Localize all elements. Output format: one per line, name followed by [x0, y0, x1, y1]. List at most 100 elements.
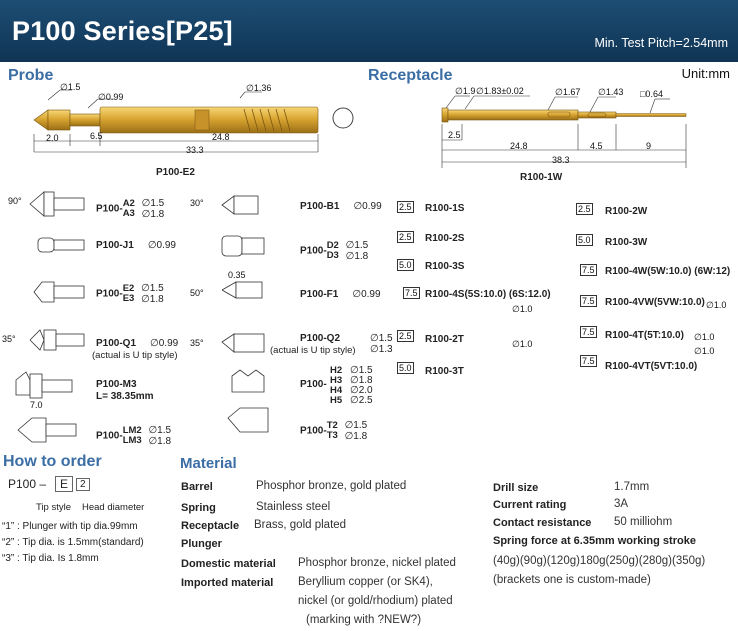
- rec-pin: ∅1.0: [694, 332, 715, 342]
- probe-dim-tip: ∅1.5: [60, 82, 81, 92]
- material-extra: nickel (or gold/rhodium) plated: [298, 595, 453, 607]
- tip-q2-angle: 35°: [190, 338, 204, 348]
- order-line: “1” : Plunger with tip dia.99mm: [2, 521, 138, 532]
- order-code-prefix: P100 –: [8, 477, 47, 491]
- tip-m3-note: L= 38.35mm: [96, 391, 154, 402]
- material-value: Brass, gold plated: [254, 519, 347, 531]
- rec-label: R100-4S(5S:10.0) (6S:12.0): [425, 289, 551, 300]
- probe-dim-barrel: ∅1.36: [246, 83, 272, 93]
- receptacle-drawing: [441, 95, 687, 168]
- tip-m3-len: 7.0: [30, 400, 43, 410]
- rec-box: 2.5: [397, 231, 414, 243]
- unit-label: Unit:mm: [681, 66, 730, 81]
- rec-box: 5.0: [397, 259, 414, 271]
- probe-section-title: Probe: [8, 67, 54, 84]
- rec-label: R100-3W: [605, 237, 648, 248]
- material-extra: (marking with ?NEW?): [306, 614, 422, 626]
- material-value: Phosphor bronze, nickel plated: [298, 557, 456, 569]
- tip-f1-extra: 0.35: [228, 270, 246, 280]
- tip-h-prefix: P100-: [300, 379, 327, 390]
- rec-box: 7.5: [580, 295, 597, 307]
- material-label: Spring: [181, 502, 216, 514]
- receptacle-model: R100-1W: [520, 172, 563, 183]
- probe-dim-l1: 2.0: [46, 133, 59, 143]
- probe-dim-l2: 6.5: [90, 131, 103, 141]
- tip-f1-angle: 50°: [190, 288, 204, 298]
- rec-box: 7.5: [580, 264, 597, 276]
- tip-b1-angle: 30°: [190, 198, 204, 208]
- rec-pin: ∅1.0: [512, 304, 533, 314]
- rec-dim-l3: 4.5: [590, 141, 603, 151]
- rec-label: R100-4W(5W:10.0) (6W:12): [605, 266, 731, 277]
- tip-q1-angle: 35°: [2, 334, 16, 344]
- rec-label: R100-1S: [425, 203, 465, 214]
- rec-label: R100-3S: [425, 261, 465, 272]
- material-value: Stainless steel: [256, 501, 331, 513]
- rec-label: R100-2W: [605, 206, 648, 217]
- header-banner: P100 Series[P25] Min. Test Pitch=2.54mm: [0, 0, 738, 62]
- rec-box: 2.5: [397, 330, 414, 342]
- order-code-n: 2: [76, 478, 90, 491]
- order-code-e: E: [55, 476, 74, 492]
- tip-q2: P100-Q2: [300, 333, 341, 344]
- order-head-diameter: Head diameter: [82, 502, 145, 513]
- material-label: Barrel: [181, 481, 213, 493]
- rec-label: R100-3T: [425, 366, 464, 377]
- material-label: Imported material: [181, 577, 274, 589]
- probe-dim-body: ∅0.99: [98, 92, 124, 102]
- material-section-title: Material: [180, 455, 237, 472]
- material-label: Receptacle: [181, 520, 240, 532]
- rec-pin: ∅1.0: [512, 339, 533, 349]
- rec-pin: ∅1.0: [706, 300, 727, 310]
- rec-dim-total: 38.3: [552, 155, 570, 165]
- probe-model: P100-E2: [156, 167, 195, 178]
- order-line: “3” : Tip dia. Is 1.8mm: [2, 553, 99, 564]
- tip-a-angle: 90°: [8, 196, 22, 206]
- spec-value: 1.7mm: [614, 481, 650, 493]
- probe-dim-l3: 24.8: [212, 132, 230, 142]
- spec-value: 50 milliohm: [614, 516, 673, 528]
- tip-q1-note: (actual is U tip style): [92, 350, 178, 361]
- rec-box: 2.5: [576, 203, 593, 215]
- spec-label: Spring force at 6.35mm working stroke: [493, 535, 696, 547]
- spec-label: Contact resistance: [493, 517, 592, 529]
- spec-label: Current rating: [493, 499, 567, 511]
- rec-label: R100-2S: [425, 233, 465, 244]
- rec-box: 7.5: [580, 355, 597, 367]
- receptacle-section-title: Receptacle: [368, 67, 453, 84]
- rec-dim-d2: ∅1.83±0.02: [476, 86, 524, 96]
- material-value: Beryllium copper (or SK4),: [298, 576, 433, 588]
- material-label: Plunger: [181, 538, 222, 550]
- tip-m3: P100-M3: [96, 379, 137, 390]
- rec-label: R100-4VT(5VT:10.0): [605, 361, 698, 372]
- rec-dim-l4: 9: [646, 141, 652, 151]
- order-section-title: How to order: [3, 453, 102, 470]
- probe-drawing: [33, 89, 354, 153]
- tip-q2-sizes: ∅1.5∅1.3: [370, 333, 393, 355]
- pitch-note: Min. Test Pitch=2.54mm: [594, 36, 728, 50]
- tip-q2-note: (actual is U tip style): [270, 345, 356, 356]
- material-value: Phosphor bronze, gold plated: [256, 480, 407, 492]
- rec-pin: ∅1.0: [694, 346, 715, 356]
- spec-value: 3A: [614, 498, 629, 510]
- rec-box: 7.5: [580, 326, 597, 338]
- tip-b1: P100-B1∅0.99: [300, 201, 382, 213]
- rec-box: 7.5: [403, 287, 420, 299]
- rec-box: 5.0: [397, 362, 414, 374]
- probe-dim-total: 33.3: [186, 145, 204, 155]
- rec-dim-l1: 2.5: [448, 130, 461, 140]
- tip-h-sizes: ∅1.5∅1.8∅2.0∅2.5: [350, 365, 373, 406]
- spec-forces: (40g)(90g)(120g)180g(250g)(280g)(350g): [493, 555, 706, 567]
- order-line: “2” : Tip dia. is 1.5mm(standard): [2, 537, 144, 548]
- rec-box: 2.5: [397, 201, 414, 213]
- spec-note: (brackets one is custom-made): [493, 574, 651, 586]
- tip-j1: P100-J1∅0.99: [96, 240, 176, 252]
- rec-dim-d1: ∅1.9: [455, 86, 476, 96]
- rec-dim-d4: ∅1.43: [598, 87, 624, 97]
